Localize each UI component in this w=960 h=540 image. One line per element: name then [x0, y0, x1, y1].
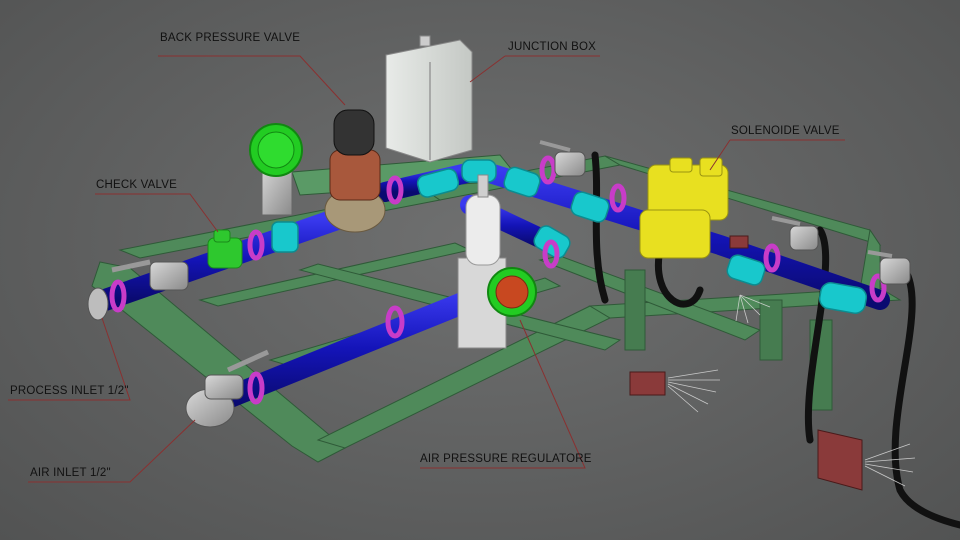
- clamp-10: [542, 239, 560, 269]
- process-inlet-port: [87, 287, 109, 321]
- leader-process-inlet: [8, 317, 131, 401]
- pipe-air-line: [199, 281, 501, 416]
- label-solenoide-valve: SOLENOIDE VALVE: [731, 125, 840, 137]
- clamp-6: [763, 243, 781, 273]
- leader-air-pressure-regulatore: [420, 319, 586, 469]
- label-check-valve: CHECK VALVE: [96, 179, 178, 191]
- label-air-inlet: AIR INLET 1/2": [30, 467, 111, 479]
- frame-leg-1: [759, 299, 783, 361]
- process-pressure-gauge: [249, 123, 303, 216]
- clamp-2: [247, 229, 265, 261]
- leader-lines: [8, 55, 845, 483]
- spray-nozzles: [667, 294, 916, 487]
- hose-4: [891, 266, 960, 529]
- label-back-pressure-valve: BACK PRESSURE VALVE: [160, 32, 301, 44]
- leader-back-pressure-valve: [158, 55, 346, 106]
- clamp-7: [869, 273, 887, 303]
- clamp-8: [247, 371, 265, 405]
- clamp-9: [385, 305, 405, 339]
- ball-valves: [87, 140, 911, 428]
- ball-valve-process: [111, 259, 189, 291]
- fitting-elbow-1: [416, 168, 460, 198]
- hose-2: [654, 246, 704, 308]
- ball-valve-upper: [539, 140, 586, 177]
- clamp-1: [109, 279, 127, 313]
- clamp-3: [386, 175, 404, 205]
- label-air-pressure-regulatore: AIR PRESSURE REGULATORE: [420, 453, 592, 465]
- fitting-tee-1: [503, 166, 541, 198]
- fitting-tee-3: [726, 254, 766, 286]
- solenoid-valve: [639, 157, 729, 259]
- leader-solenoide-valve: [709, 139, 845, 171]
- frame-leg-3: [624, 269, 646, 351]
- back-pressure-valve: [324, 109, 386, 233]
- ball-valve-right-2: [867, 250, 911, 285]
- hose-1: [591, 151, 609, 304]
- leader-air-inlet: [28, 419, 196, 483]
- fitting-elbow-4: [818, 282, 868, 314]
- leader-junction-box: [469, 55, 600, 83]
- label-process-inlet: PROCESS INLET 1/2": [10, 385, 129, 397]
- clamp-4: [539, 155, 557, 185]
- ball-valve-right-1: [771, 216, 819, 251]
- clamp-5: [609, 183, 627, 213]
- mounting-brackets: [629, 235, 863, 491]
- junction-box-shape: [385, 35, 473, 163]
- clamps: [109, 155, 887, 405]
- bracket-2: [817, 429, 863, 491]
- fitting-tee-2: [570, 191, 610, 223]
- check-valve: [207, 229, 243, 269]
- fitting-tee-4: [271, 221, 299, 253]
- bracket-1: [629, 371, 666, 396]
- ball-valve-air: [185, 349, 270, 428]
- label-junction-box: JUNCTION BOX: [508, 41, 597, 53]
- bracket-3: [729, 235, 749, 249]
- hose-3: [804, 226, 830, 444]
- air-pressure-regulator: [457, 174, 537, 349]
- leader-check-valve: [95, 193, 219, 233]
- pipe-right-run: [470, 160, 890, 310]
- hoses: [591, 151, 960, 529]
